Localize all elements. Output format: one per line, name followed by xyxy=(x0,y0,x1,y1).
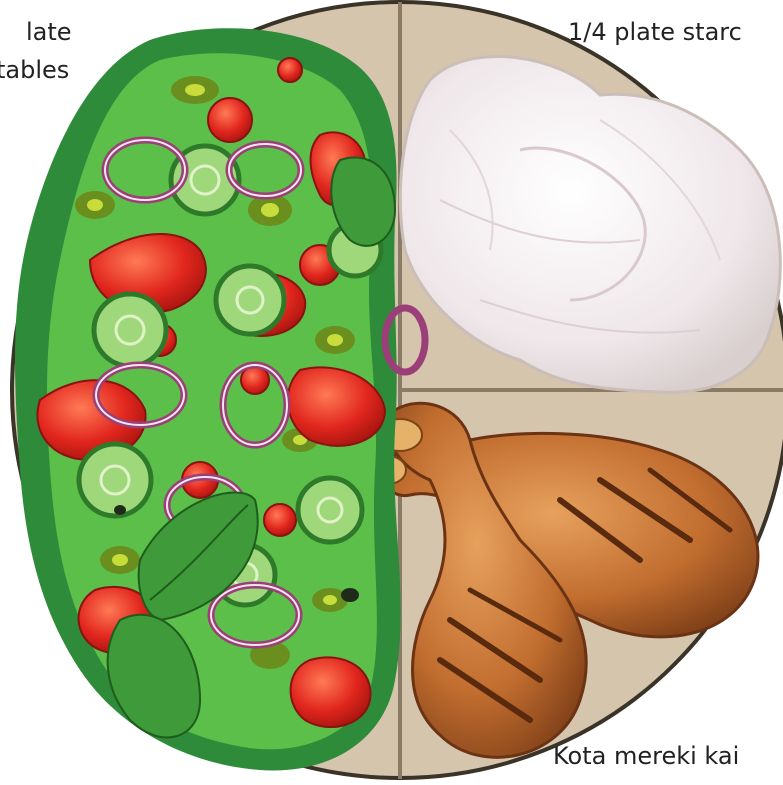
veg-label-line2: tables xyxy=(0,56,69,84)
veg-label-line1: late xyxy=(26,18,72,46)
salad-illustration xyxy=(15,28,425,770)
protein-label: Kota mereki kai xyxy=(553,742,739,770)
starch-label: 1/4 plate starc xyxy=(568,18,742,46)
